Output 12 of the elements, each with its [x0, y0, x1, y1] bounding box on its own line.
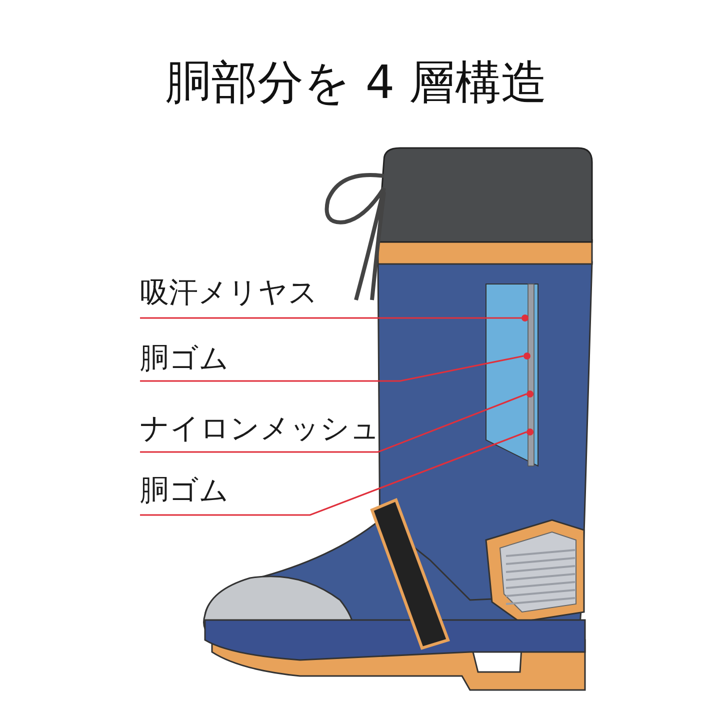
- part-label: 胴ゴム: [140, 344, 229, 373]
- part-label: ナイロンメッシュ: [140, 414, 380, 443]
- pointer-dot: [522, 314, 528, 322]
- pointer-dot: [524, 352, 530, 360]
- pointer-dot: [526, 390, 534, 398]
- leader-line: [140, 393, 527, 453]
- pointer-dot: [526, 428, 534, 436]
- part-label: 胴ゴム: [140, 476, 229, 505]
- leader-line: [140, 431, 527, 516]
- leader-line: [140, 317, 522, 319]
- part-label: 吸汗メリヤス: [140, 278, 318, 307]
- title: 胴部分を 4 層構造: [164, 54, 548, 111]
